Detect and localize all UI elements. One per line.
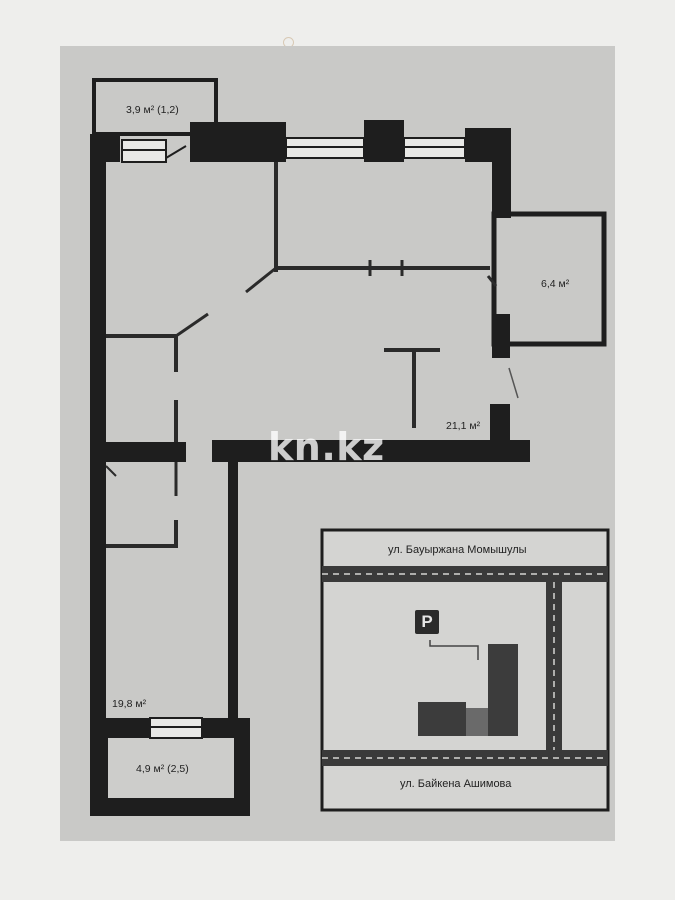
wall-right-upper (492, 128, 511, 218)
road-vertical (546, 582, 562, 750)
room-label-balcony-bottom: 4,9 м² (2,5) (136, 763, 189, 775)
street-top-label: ул. Бауыржана Момышулы (388, 544, 527, 556)
room-label-left: 19,8 м² (112, 698, 147, 710)
building-block-3 (466, 708, 488, 736)
street-bottom-label: ул. Байкена Ашимова (400, 778, 512, 790)
building-block-1 (488, 644, 518, 736)
watermark-logo: kn.kz (268, 425, 385, 469)
balcony-bottom-floor (108, 738, 234, 798)
wall-right-lower (490, 404, 510, 444)
room-right-outline (491, 211, 607, 347)
wall-left (90, 134, 106, 734)
room-label-right: 6,4 м² (541, 278, 570, 290)
room-label-balcony-top: 3,9 м² (1,2) (126, 104, 179, 116)
parking-path (429, 640, 479, 660)
wall-horizontal-middle (212, 440, 530, 462)
parking-icon: P (415, 610, 439, 634)
location-map (320, 528, 610, 812)
balcony-top-outline (92, 78, 218, 136)
wall-inner-vertical (228, 460, 238, 720)
wall-left-middle (90, 442, 186, 462)
wall-right-door-jamb (492, 314, 510, 358)
wall-top-segment-2 (364, 120, 404, 162)
building-block-2 (418, 702, 466, 736)
room-label-living: 21,1 м² (446, 420, 481, 432)
wall-top-segment-1 (190, 122, 286, 162)
wall-top-left (90, 134, 120, 162)
